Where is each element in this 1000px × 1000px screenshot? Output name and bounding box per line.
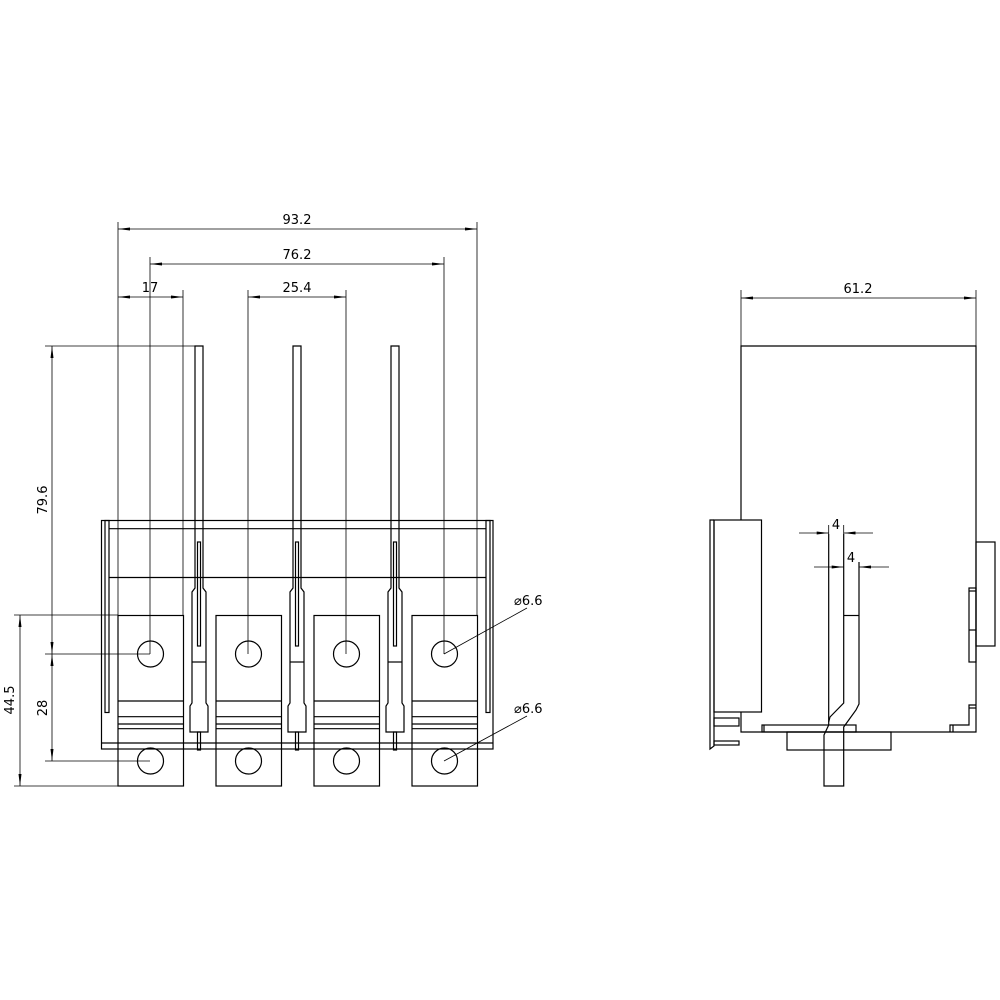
dim-height: 79.6 — [36, 486, 51, 515]
base-block — [786, 731, 892, 751]
side-body — [740, 345, 977, 733]
terminal-hole-lower — [234, 747, 263, 775]
leader-upper-hole — [443, 607, 528, 655]
pins — [189, 345, 405, 751]
terminals — [117, 614, 479, 787]
extension-lines — [14, 222, 478, 787]
pin — [189, 345, 209, 733]
dim-pole-pitch: 25.4 — [283, 281, 312, 296]
side-view: 61.2 4 4 — [709, 282, 996, 787]
dim-hole-lower: ⌀6.6 — [514, 702, 543, 717]
leader-lower-hole — [443, 715, 528, 762]
pin — [287, 345, 307, 733]
dim-outer-pole-spacing: 76.2 — [283, 248, 312, 263]
side-front-box — [713, 519, 763, 713]
dim-hole-spacing: 28 — [36, 700, 51, 717]
bus-bar — [823, 534, 860, 787]
side-rib-right — [485, 519, 491, 714]
front-view: 93.2 76.2 17 25.4 79.6 28 44.5 ⌀6.6 ⌀6.6 — [3, 213, 543, 787]
pin-tip — [392, 731, 398, 751]
terminal-hole-upper — [234, 640, 263, 668]
side-rib-left — [104, 519, 110, 714]
din-clip — [975, 541, 996, 647]
pin-tip — [294, 731, 300, 751]
dim-hole-upper: ⌀6.6 — [514, 594, 543, 609]
terminal-hole-lower — [430, 747, 459, 775]
dim-terminal-width: 17 — [142, 281, 159, 296]
terminal-hole-upper — [430, 640, 459, 668]
housing-frame — [100, 519, 494, 750]
dim-depth: 61.2 — [844, 282, 873, 297]
dim-terminal-height: 44.5 — [3, 686, 18, 715]
terminal-hole-upper — [332, 640, 361, 668]
dim-bar-thickness-2: 4 — [847, 551, 855, 566]
pin-tip — [196, 731, 202, 751]
terminal-hole-lower — [332, 747, 361, 775]
dim-overall-width: 93.2 — [283, 213, 312, 228]
dim-bar-thickness-1: 4 — [832, 518, 840, 533]
pin — [385, 345, 405, 733]
